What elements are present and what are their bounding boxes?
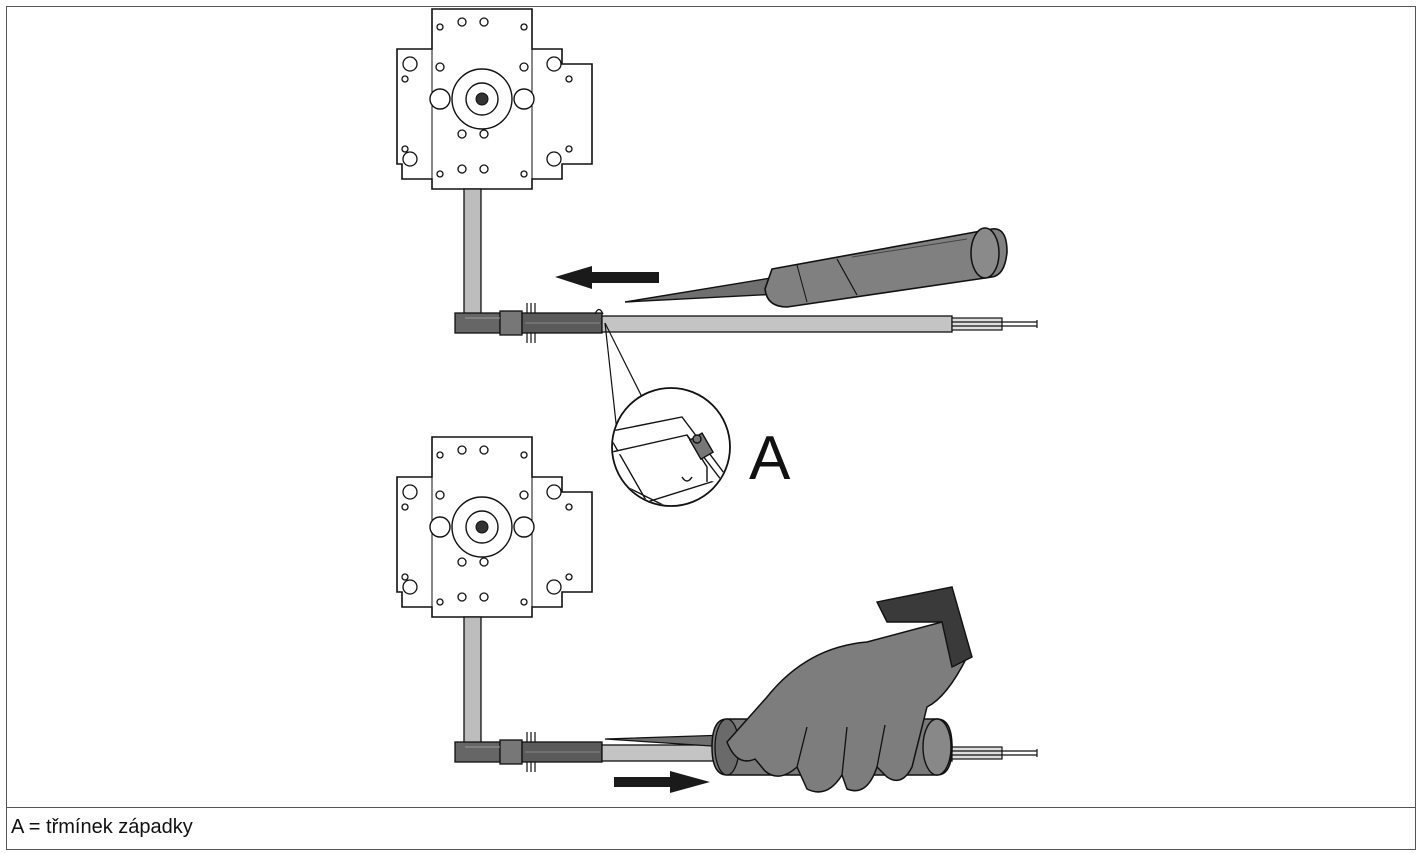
vertical-rod-top: [463, 188, 482, 320]
caption-row: A = třmínek západky: [7, 807, 1415, 849]
rail-end-top: [951, 317, 1038, 331]
detail-magnifier-icon: [611, 387, 731, 507]
rail-end-bottom: [951, 746, 1038, 760]
vertical-rod-bottom: [463, 616, 482, 748]
callout-line-1: [604, 322, 648, 408]
notch-top: [594, 308, 604, 315]
installation-diagram: A: [396, 8, 1038, 793]
rail-top: [601, 315, 953, 333]
motor-unit-icon-top: [396, 8, 593, 190]
legend-caption: A = třmínek západky: [11, 816, 193, 838]
figure-frame: A A = třmín: [6, 6, 1416, 850]
hand-icon: [726, 586, 973, 793]
callout-line-2: [604, 322, 618, 433]
screwdriver-icon: [624, 227, 1008, 308]
arrow-right-icon: [614, 771, 710, 793]
motor-unit-icon-bottom: [396, 436, 593, 618]
arrow-left-icon: [555, 266, 659, 289]
callout-label: A: [749, 424, 791, 493]
